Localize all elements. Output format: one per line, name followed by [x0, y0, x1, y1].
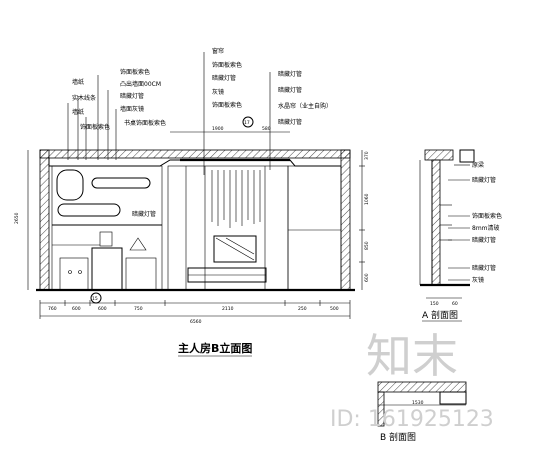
tv-reflection-2 — [225, 237, 255, 255]
label-midleft-2: 凸出墙面00CM — [120, 80, 161, 88]
dim-top-2: 580 — [262, 126, 271, 132]
shelf-light-1 — [91, 177, 151, 189]
label-mid-4: 灰镜 — [212, 88, 224, 96]
lamp — [99, 231, 113, 247]
label-left-1: 墙纸 — [72, 78, 84, 86]
crystal-curtain — [211, 170, 261, 228]
tv-screen — [213, 235, 257, 263]
dim-ticks — [39, 300, 351, 319]
label-mid-2: 饰面板索色 — [212, 61, 242, 69]
watermark-id: ID: 161925123 — [330, 407, 494, 432]
label-mid-1: 窗帘 — [212, 47, 224, 55]
cabinet-right — [125, 257, 157, 291]
tv-reflection-1 — [215, 237, 255, 261]
section-dim-2: 60 — [452, 301, 458, 307]
section-label-3: 饰面板索色 — [472, 212, 502, 220]
label-midleft-4: 墙面灰镜 — [120, 105, 144, 113]
dim-top-1: 1900 — [212, 126, 224, 132]
knob-2 — [78, 270, 82, 274]
dim-bottom-3: 600 — [98, 306, 107, 312]
label-right-2: 暗藏灯管 — [278, 86, 302, 94]
dim-bottom-total: 6560 — [190, 319, 202, 325]
label-left-3: 墙纸 — [72, 108, 84, 116]
ship-model — [129, 237, 147, 251]
label-mid-3: 暗藏灯管 — [212, 74, 236, 82]
section-label-6: 暗藏灯管 — [472, 264, 496, 272]
section-a — [419, 149, 475, 299]
section-marker-bottom — [90, 292, 102, 304]
section-label-7: 灰镜 — [472, 276, 484, 284]
section-b-title: B 剖面图 — [380, 431, 416, 443]
dim-right-4: 600 — [364, 273, 370, 282]
dim-left-total: 2650 — [14, 212, 20, 224]
section-b-wall — [377, 391, 385, 427]
label-midleft-1: 饰面板索色 — [120, 68, 150, 76]
dim-bottom-4: 750 — [134, 306, 143, 312]
marker-bottom-text: 15 — [92, 296, 98, 302]
shelf-light-2 — [57, 203, 121, 217]
dim-bottom-7: 500 — [330, 306, 339, 312]
label-right-3: 水晶帘（业主自购） — [278, 102, 332, 110]
label-left-4: 饰面板索色 — [80, 123, 110, 131]
dim-right-1: 370 — [364, 151, 370, 160]
watermark-logo: 知末 — [366, 329, 458, 383]
label-midleft-3: 暗藏灯管 — [120, 92, 144, 100]
section-label-5: 暗藏灯管 — [472, 236, 496, 244]
label-right-1: 暗藏灯管 — [278, 70, 302, 78]
marker-top-text: 17 — [244, 120, 250, 126]
dim-right-2: 1060 — [364, 193, 370, 205]
knob-1 — [68, 270, 72, 274]
section-beam-box — [459, 149, 475, 163]
label-left-2: 实木线条 — [72, 94, 96, 102]
dim-bottom-5: 2110 — [222, 306, 234, 312]
section-b-slab — [377, 381, 467, 393]
right-panel — [287, 165, 342, 291]
label-right-4: 暗藏灯管 — [278, 118, 302, 126]
leader-lines — [67, 52, 271, 175]
right-wall — [340, 149, 351, 291]
label-lower-left: 暗藏灯管 — [132, 210, 156, 218]
oval-mirror — [56, 169, 84, 201]
section-dim-1: 150 — [430, 301, 439, 307]
elevation-main — [27, 116, 365, 319]
section-label-2: 暗藏灯管 — [472, 176, 496, 184]
elevation-title: 主人房B立面图 — [178, 341, 252, 355]
section-marker-top — [242, 116, 254, 128]
section-label-1: 原梁 — [472, 161, 484, 169]
label-midleft-5: 书桌饰面板索色 — [124, 119, 166, 127]
section-wall — [431, 159, 441, 286]
section-b-dim: 1530 — [412, 400, 424, 406]
ceiling-slab — [39, 149, 351, 159]
dim-bottom-1: 760 — [48, 306, 57, 312]
dim-bottom-2: 600 — [72, 306, 81, 312]
left-wall — [39, 149, 50, 291]
label-mid-5: 饰面板索色 — [212, 101, 242, 109]
desk — [91, 247, 123, 291]
section-b — [377, 381, 467, 427]
dim-right-3: 850 — [364, 241, 370, 250]
section-beam — [424, 149, 454, 161]
section-a-title: A 剖面图 — [422, 309, 458, 321]
section-b-box — [439, 391, 467, 405]
cabinet-left — [59, 257, 89, 291]
dim-bottom-6: 250 — [298, 306, 307, 312]
section-label-4: 8mm清玻 — [472, 224, 500, 232]
